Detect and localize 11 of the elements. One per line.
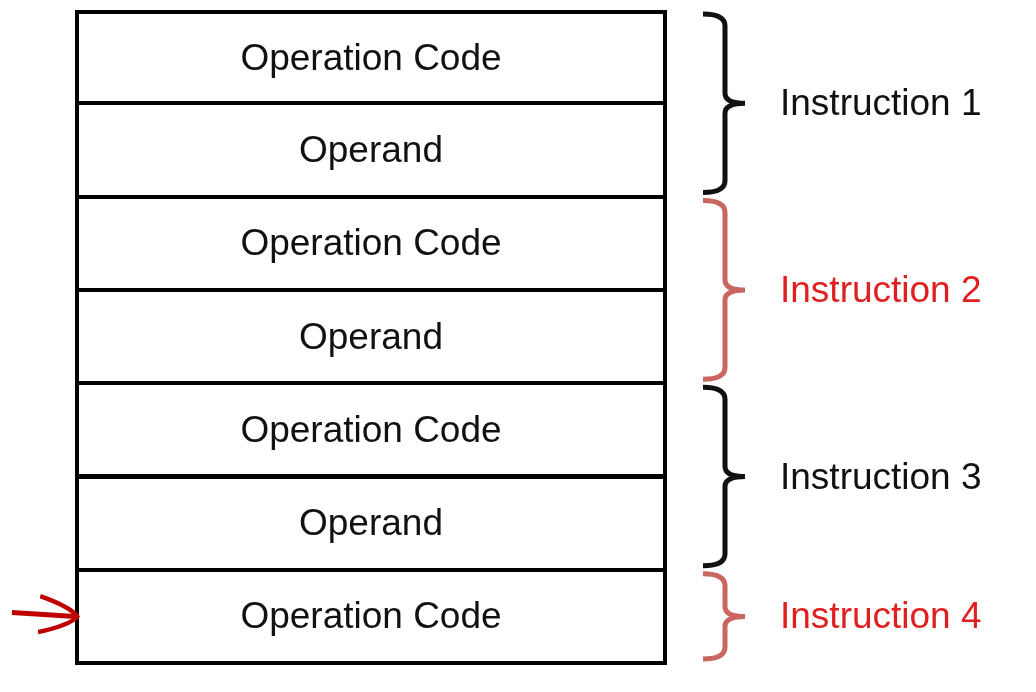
instruction-label: Instruction 4 [780, 595, 982, 638]
cell-text: Operation Code [240, 36, 502, 79]
instruction-label: Instruction 1 [780, 82, 982, 125]
cell-text: Operation Code [240, 595, 502, 638]
cell-text: Operation Code [240, 222, 502, 265]
instruction-label: Instruction 3 [780, 455, 982, 498]
cell-text: Operand [299, 128, 443, 171]
cell-text: Operand [299, 315, 443, 358]
cell-text: Operation Code [240, 408, 502, 451]
cell-text: Operand [299, 502, 443, 545]
instruction-label: Instruction 2 [780, 268, 982, 311]
